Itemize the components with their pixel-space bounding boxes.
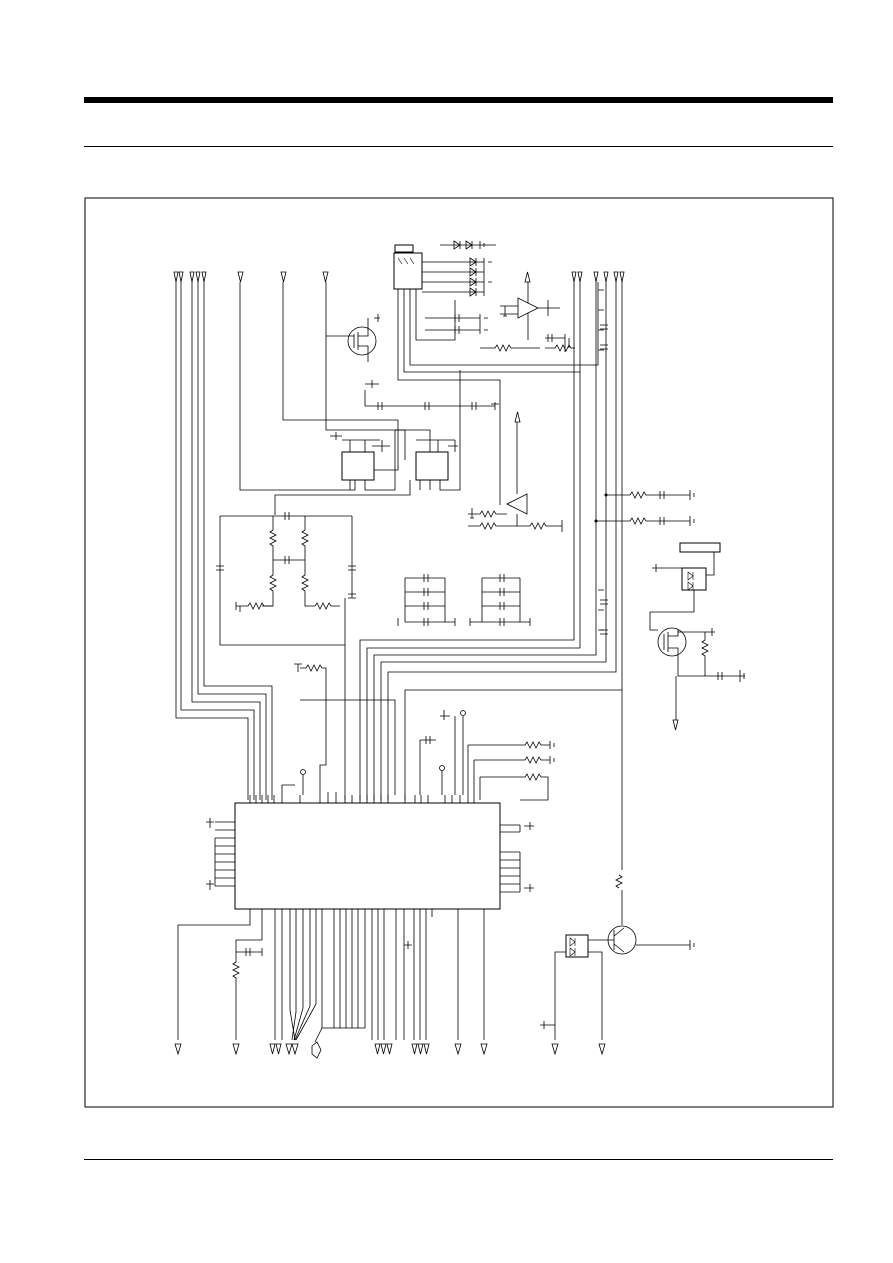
left-bus-wires [175, 282, 406, 800]
left-rc-network [216, 512, 356, 800]
footer-thin-rule [84, 1159, 833, 1160]
capacitor-bank-left [397, 574, 456, 626]
ic-main-top-wiring [281, 663, 623, 925]
top-port-connectors [173, 271, 625, 423]
header-thin-rule [84, 146, 833, 147]
diode-bridge-bottom [540, 934, 603, 1040]
ic-main [206, 795, 534, 917]
capacitor-row-middle [364, 380, 499, 410]
right-rc-outputs [594, 490, 695, 526]
diode-bridge-right [649, 542, 721, 631]
transistor-npn [588, 925, 695, 955]
diagram-frame [84, 197, 834, 1108]
header-thick-rule [84, 97, 833, 103]
ic-small-right [274, 370, 461, 515]
mosfet-upper [326, 314, 380, 362]
bottom-port-connectors [174, 1041, 606, 1059]
capacitor-bank-right [469, 574, 531, 626]
right-bus-wires [359, 282, 623, 800]
op-amp-upper [425, 282, 575, 352]
ic-small-left [330, 429, 431, 491]
connector-top [393, 244, 423, 290]
op-amp-lower [468, 422, 563, 532]
mosfet-right [657, 627, 745, 731]
ic-main-bottom-wiring [177, 917, 485, 1043]
